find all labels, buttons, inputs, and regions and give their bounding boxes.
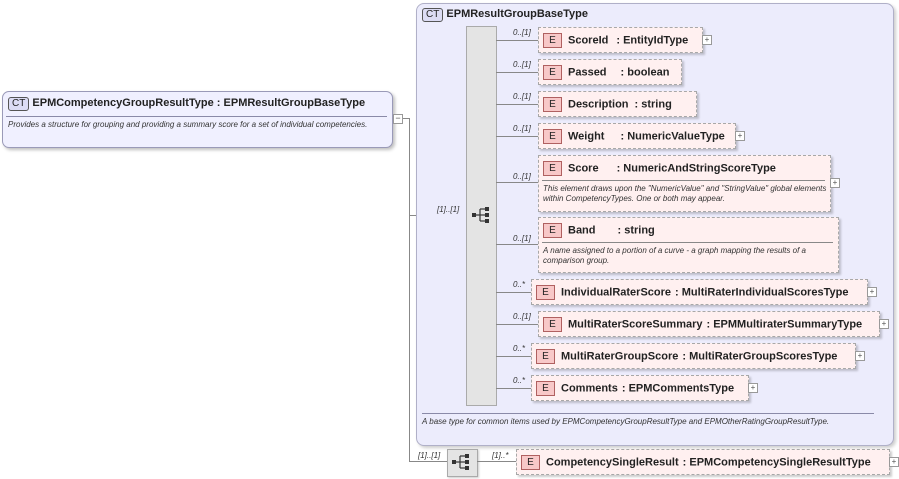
element-icon: E <box>543 161 562 176</box>
element-icon: E <box>543 33 562 48</box>
outer-sequence-cardinality: [1]..[1] <box>418 451 441 460</box>
element-name: Passed <box>568 66 607 79</box>
main-type-name: EPMCompetencyGroupResultType <box>32 97 214 109</box>
main-type-header: CT EPMCompetencyGroupResultType : EPMRes… <box>8 97 365 111</box>
element-band[interactable]: E Band : string A name assigned to a porti… <box>538 217 839 273</box>
expand-icon[interactable]: + <box>879 319 889 329</box>
outer-sequence-compositor[interactable] <box>447 449 478 477</box>
element-cardinality: 0..* <box>513 376 526 385</box>
element-name: Comments <box>561 382 618 395</box>
element-icon: E <box>543 317 562 332</box>
element-icon: E <box>543 65 562 80</box>
element-name: MultiRaterGroupScore <box>561 350 679 363</box>
expand-icon[interactable]: + <box>889 457 899 467</box>
element-scoreid[interactable]: E ScoreId : EntityIdType <box>538 27 703 53</box>
element-doc: A name assigned to a portion of a curve … <box>543 246 806 265</box>
expand-icon[interactable]: + <box>735 131 745 141</box>
element-name: ScoreId <box>568 34 609 47</box>
element-icon: E <box>536 381 555 396</box>
element-name: MultiRaterScoreSummary <box>568 318 703 331</box>
element-weight[interactable]: E Weight : NumericValueType <box>538 123 736 149</box>
element-name: IndividualRaterScore <box>561 286 672 299</box>
element-icon: E <box>543 97 562 112</box>
base-type-doc: A base type for common items used by EPM… <box>422 417 830 426</box>
element-cardinality: 0..[1] <box>513 92 531 101</box>
element-cardinality: 0..* <box>513 344 526 353</box>
sequence-compositor[interactable] <box>466 26 497 406</box>
sequence-cardinality: [1]..[1] <box>437 205 460 214</box>
main-type-separator: : <box>216 97 221 109</box>
element-name: Band <box>568 224 596 237</box>
element-type: : boolean <box>620 66 670 79</box>
element-competencysingleresult[interactable]: E CompetencySingleResult: EPMCompetencySi… <box>516 449 890 475</box>
expand-icon[interactable]: + <box>867 287 877 297</box>
element-multiraterscoresummary[interactable]: E MultiRaterScoreSummary: EPMMultiraterSu… <box>538 311 880 337</box>
element-name: Score <box>568 162 599 175</box>
element-cardinality: 0..[1] <box>513 124 531 133</box>
element-icon: E <box>521 455 540 470</box>
element-multiratergroupscore[interactable]: E MultiRaterGroupScore: MultiRaterGroupSc… <box>531 343 856 369</box>
element-type: : EPMCommentsType <box>621 382 735 395</box>
element-cardinality: 0..[1] <box>513 234 531 243</box>
element-type: : string <box>634 98 672 111</box>
expand-icon[interactable]: + <box>702 35 712 45</box>
element-cardinality: 0..[1] <box>513 312 531 321</box>
base-doc-divider <box>422 413 874 414</box>
main-complex-type[interactable]: CT EPMCompetencyGroupResultType : EPMRes… <box>2 91 393 148</box>
element-type: : MultiRaterIndividualScoresType <box>675 286 849 299</box>
element-type: : EntityIdType <box>616 34 689 47</box>
element-individualraterscore[interactable]: E IndividualRaterScore: MultiRaterIndivid… <box>531 279 868 305</box>
element-type: : NumericValueType <box>620 130 725 143</box>
element-name: Description <box>568 98 629 111</box>
main-type-base: EPMResultGroupBaseType <box>223 97 366 109</box>
element-type: : NumericAndStringScoreType <box>616 162 776 175</box>
element-cardinality: 0..[1] <box>513 172 531 181</box>
element-icon: E <box>536 349 555 364</box>
expand-icon[interactable]: + <box>830 178 840 188</box>
sequence-icon <box>452 454 469 470</box>
element-type: : EPMMultiraterSummaryType <box>706 318 863 331</box>
collapse-icon[interactable]: − <box>393 114 403 124</box>
element-cardinality: [1]..* <box>492 451 509 460</box>
element-type: : EPMCompetencySingleResultType <box>682 456 871 469</box>
element-name: CompetencySingleResult <box>546 456 679 469</box>
header-divider <box>6 116 387 117</box>
element-doc: This element draws upon the "NumericValu… <box>543 184 827 203</box>
element-cardinality: 0..[1] <box>513 60 531 69</box>
element-icon: E <box>543 129 562 144</box>
expand-icon[interactable]: + <box>855 351 865 361</box>
complex-type-icon: CT <box>422 8 444 22</box>
main-type-doc: Provides a structure for grouping and pr… <box>8 120 368 129</box>
element-icon: E <box>536 285 555 300</box>
complex-type-icon: CT <box>8 97 30 111</box>
element-description[interactable]: E Description : string <box>538 91 697 117</box>
sequence-icon <box>472 207 489 223</box>
base-type-name: EPMResultGroupBaseType <box>446 8 589 20</box>
element-icon: E <box>543 223 562 238</box>
element-type: : MultiRaterGroupScoresType <box>682 350 838 363</box>
element-name: Weight <box>568 130 605 143</box>
element-passed[interactable]: E Passed : boolean <box>538 59 682 85</box>
expand-icon[interactable]: + <box>748 383 758 393</box>
element-type: : string <box>617 224 655 237</box>
base-type-header: CT EPMResultGroupBaseType <box>422 8 588 22</box>
element-score[interactable]: E Score : NumericAndStringScoreType This e… <box>538 155 831 212</box>
element-cardinality: 0..* <box>513 280 526 289</box>
element-cardinality: 0..[1] <box>513 28 531 37</box>
element-comments[interactable]: E Comments: EPMCommentsType <box>531 375 749 401</box>
